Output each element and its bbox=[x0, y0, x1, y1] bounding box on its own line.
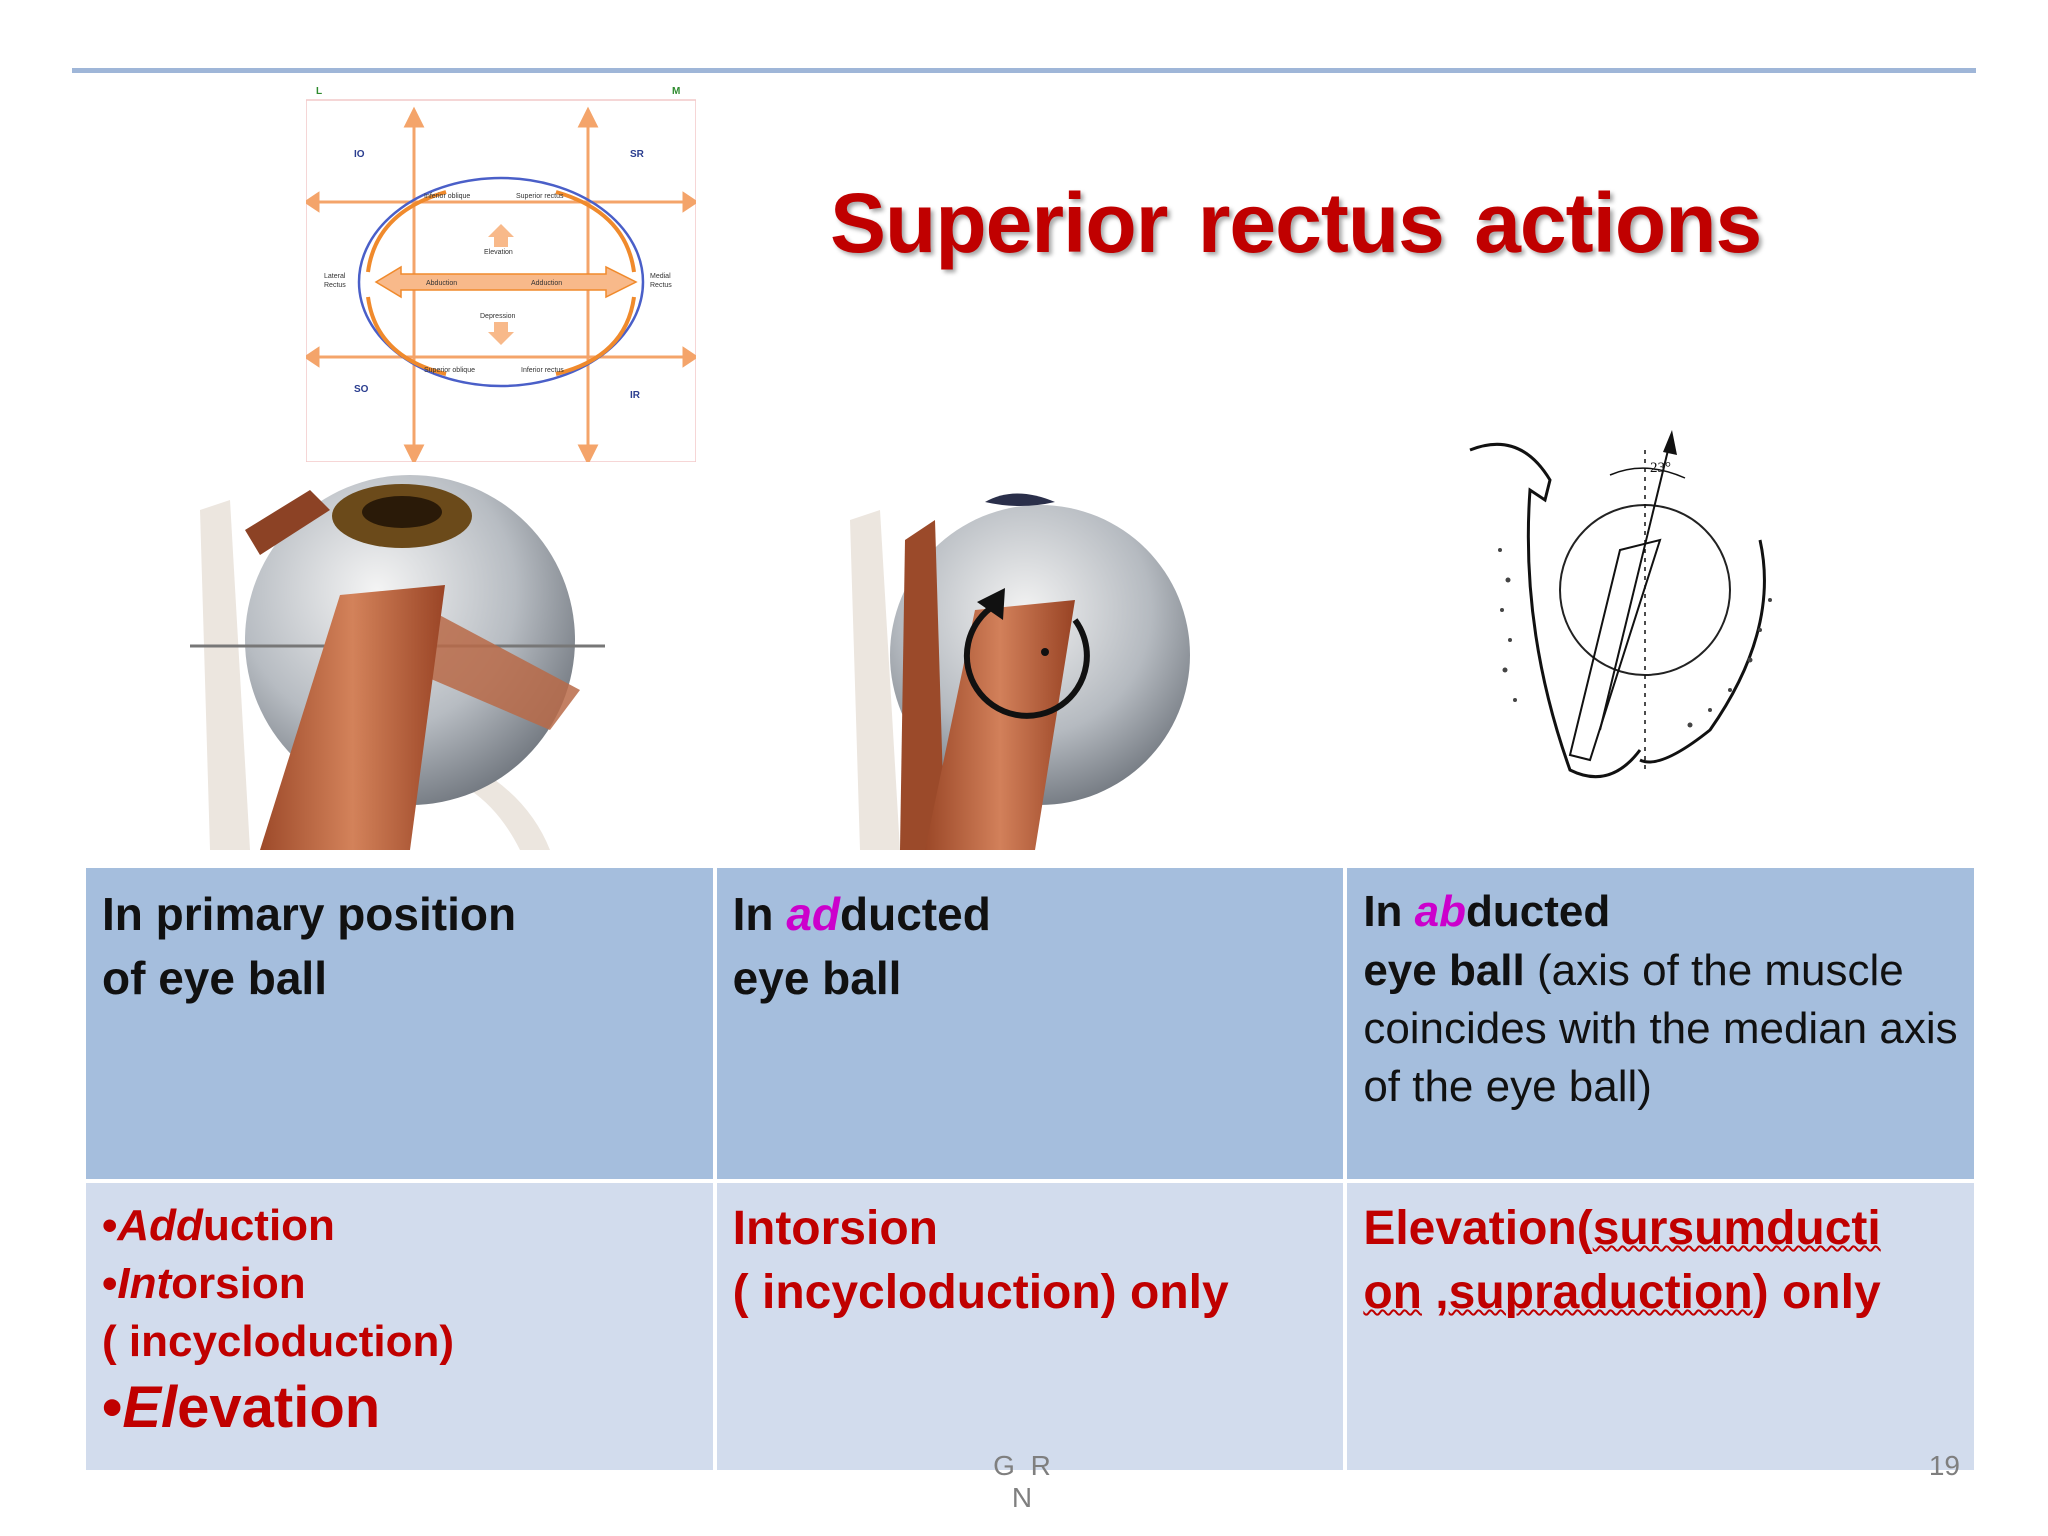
sursumduction-part1: sursumducti bbox=[1592, 1202, 1881, 1255]
col3-body-cell: Elevation(sursumducti on ,supraduction) … bbox=[1343, 1179, 1978, 1474]
table-header-row: In primary position of eye ball In adduc… bbox=[82, 864, 1978, 1183]
col3-suffix: ducted bbox=[1466, 887, 1611, 936]
col3-header-cell: In abducted eye ball (axis of the muscle… bbox=[1343, 864, 1978, 1183]
intorsion-rest: orsion bbox=[171, 1259, 306, 1308]
label-ir: IR bbox=[630, 390, 641, 401]
corner-label-m: M bbox=[672, 86, 680, 97]
bullet-2: • bbox=[102, 1259, 118, 1308]
action-incycloduction: ( incycloduction) bbox=[102, 1317, 454, 1366]
col3-body-line1: Elevation(sursumducti bbox=[1363, 1197, 1958, 1261]
label-elevation: Elevation bbox=[484, 249, 513, 256]
action-adduction: •Adduction bbox=[102, 1197, 697, 1255]
eye-adducted-illustration bbox=[850, 493, 1190, 850]
corner-label-l: L bbox=[316, 86, 322, 97]
col3-body-line2: on ,supraduction) only bbox=[1363, 1261, 1958, 1325]
label-io: IO bbox=[354, 149, 365, 160]
supraduction-word: supraduction bbox=[1448, 1266, 1753, 1319]
bullet-1: • bbox=[102, 1201, 118, 1250]
sursumduction-part2: on bbox=[1363, 1266, 1422, 1319]
page-number: 19 bbox=[1928, 1450, 1960, 1481]
label-medial-rectus: Rectus bbox=[650, 282, 672, 289]
action-elevation: •Elevation bbox=[102, 1371, 697, 1445]
label-adduction: Adduction bbox=[531, 280, 562, 287]
label-superior-rectus: Superior rectus bbox=[516, 193, 564, 200]
intorsion-italic: Int bbox=[117, 1259, 172, 1308]
bullet-3: • bbox=[102, 1375, 123, 1440]
col3-header-body: eye ball (axis of the muscle coincides w… bbox=[1363, 942, 1958, 1116]
col2-header-line1: In adducted bbox=[733, 882, 1328, 946]
adduction-rest: uction bbox=[202, 1201, 335, 1250]
table-body-row: •Adduction •Intorsion ( incycloduction) … bbox=[82, 1179, 1978, 1474]
col2-suffix: ducted bbox=[840, 888, 991, 940]
eye-primary-position-illustration bbox=[190, 475, 605, 850]
col2-prefix: In bbox=[732, 888, 787, 940]
col3-bold-part: eye ball bbox=[1363, 946, 1525, 995]
col2-highlight: ad bbox=[786, 888, 841, 940]
elevation-rest: evation bbox=[177, 1375, 381, 1440]
label-abduction: Abduction bbox=[426, 280, 457, 287]
col1-body-cell: •Adduction •Intorsion ( incycloduction) … bbox=[82, 1179, 717, 1474]
label-sr: SR bbox=[630, 149, 645, 160]
col1-header-line2: of eye ball bbox=[102, 952, 327, 1004]
label-lateral-rectus: Rectus bbox=[324, 282, 346, 289]
col3-highlight: ab bbox=[1414, 887, 1466, 936]
col3-prefix: In bbox=[1363, 887, 1415, 936]
col1-header-line1: In primary position bbox=[102, 888, 517, 940]
col2-body-line2: ( incycloduction) only bbox=[732, 1266, 1229, 1319]
label-lateral: Lateral bbox=[324, 273, 346, 280]
slide-title: Superior rectus actions bbox=[830, 176, 1762, 270]
label-inferior-oblique: Inferior oblique bbox=[424, 193, 470, 200]
col3-body-sep: , bbox=[1421, 1266, 1449, 1319]
col1-header-cell: In primary position of eye ball bbox=[82, 864, 717, 1183]
col3-normal-part: (axis of the muscle coincides with the m… bbox=[1363, 946, 1958, 1111]
col3-body-pre: Elevation( bbox=[1363, 1202, 1593, 1255]
adduction-italic: Add bbox=[117, 1201, 203, 1250]
col3-body-post: ) only bbox=[1752, 1266, 1881, 1319]
elevation-italic: El bbox=[122, 1375, 178, 1440]
label-inferior-rectus: Inferior rectus bbox=[521, 367, 564, 374]
footer-author: G R N bbox=[993, 1450, 1055, 1513]
eye-abducted-line-drawing: 23° bbox=[1469, 430, 1772, 779]
action-intorsion: •Intorsion bbox=[102, 1255, 697, 1313]
col2-header-cell: In adducted eye ball bbox=[712, 864, 1348, 1183]
top-rule bbox=[72, 68, 1976, 73]
angle-label: 23° bbox=[1650, 460, 1671, 476]
col2-body-line1: Intorsion bbox=[732, 1202, 938, 1255]
label-depression: Depression bbox=[480, 313, 516, 320]
col3-header-line1: In abducted bbox=[1363, 882, 1958, 942]
label-medial: Medial bbox=[650, 273, 671, 280]
col2-header-line2: eye ball bbox=[732, 952, 902, 1004]
label-so: SO bbox=[354, 384, 369, 395]
eye-movement-diagram: L M Elevation Depression Abduction Adduc… bbox=[306, 86, 696, 462]
col2-body-cell: Intorsion ( incycloduction) only bbox=[712, 1179, 1348, 1474]
label-superior-oblique: Superior oblique bbox=[424, 367, 475, 374]
actions-table: In primary position of eye ball In adduc… bbox=[82, 864, 1978, 1474]
